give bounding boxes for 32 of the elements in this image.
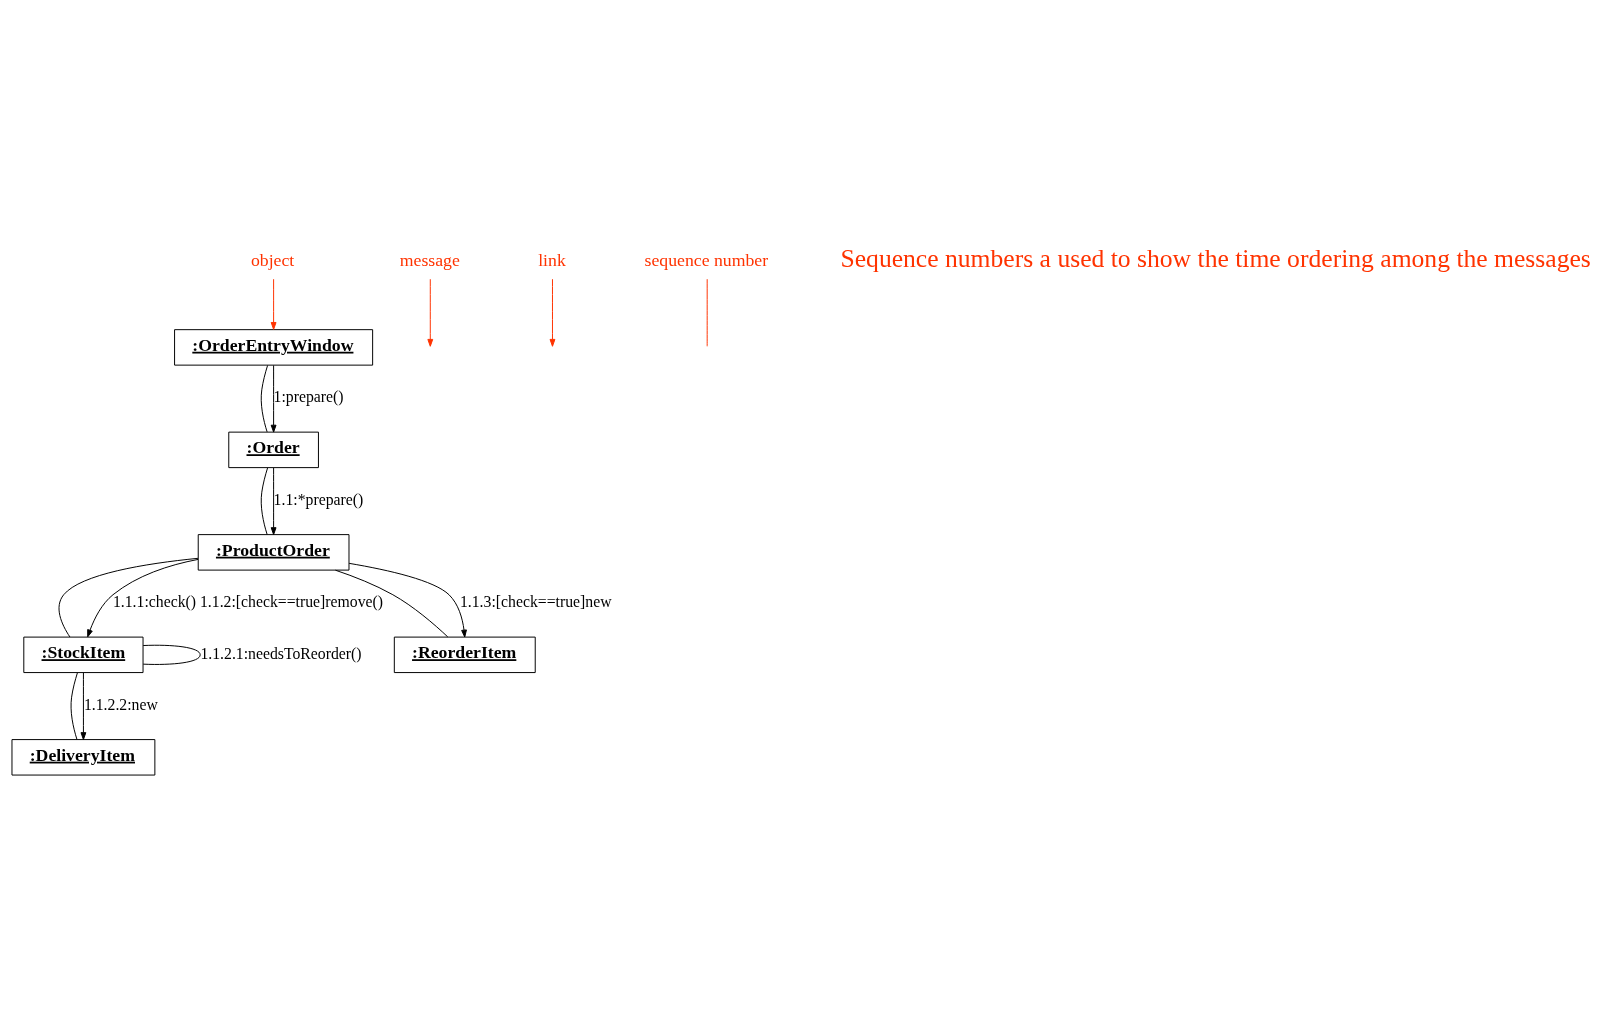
node-text: link xyxy=(538,249,566,270)
node-box: :DeliveryItem xyxy=(11,739,156,776)
node-box: :Order xyxy=(228,431,319,469)
node-box: :ProductOrder xyxy=(197,534,350,571)
node-box: :ReorderItem xyxy=(393,636,536,674)
arrow xyxy=(348,562,467,638)
edge-label: 1.1.2.2:new xyxy=(83,695,158,713)
connector xyxy=(706,278,708,347)
edge-label: 1.1.2.1:needsToReorder() xyxy=(200,644,362,662)
arrow xyxy=(270,278,277,330)
edge-label: 1.1.1:check() 1.1.2:[check==true]remove() xyxy=(112,593,384,611)
node-text: object xyxy=(250,249,295,270)
node-text: sequence number xyxy=(644,249,769,270)
connector xyxy=(334,569,449,638)
node-box: :StockItem xyxy=(23,636,144,674)
arrow xyxy=(549,278,556,347)
connector xyxy=(58,557,199,638)
label: Sequence numbers a used to show the time ordering among the messages xyxy=(840,244,1591,274)
node-box: :OrderEntryWindow xyxy=(174,329,374,366)
arrow xyxy=(427,278,434,347)
node-text: message xyxy=(399,249,460,270)
arrow xyxy=(80,672,87,741)
edge-label: 1.1:*prepare() xyxy=(273,490,364,508)
connector xyxy=(260,364,269,433)
connector xyxy=(260,467,269,535)
edge-label: 1.1.3:[check==true]new xyxy=(459,593,612,611)
connector xyxy=(142,644,201,665)
arrow xyxy=(87,558,199,638)
connector xyxy=(70,672,78,740)
edge-label: 1:prepare() xyxy=(273,388,344,406)
arrow xyxy=(270,467,277,536)
arrow xyxy=(270,364,277,433)
